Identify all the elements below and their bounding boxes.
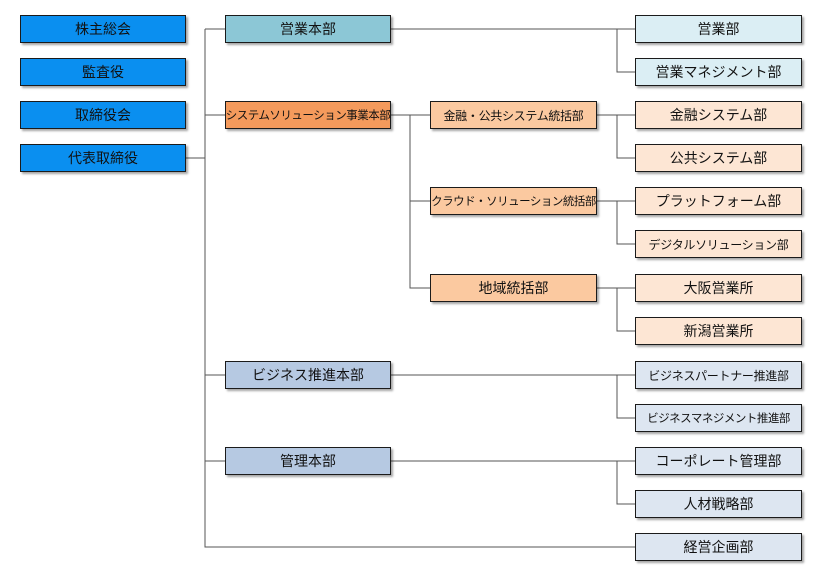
business-partner-dept-box: ビジネスパートナー推進部: [635, 361, 802, 389]
hr-strategy-dept-box: 人材戦略部: [635, 490, 802, 518]
administration-hq-box: 管理本部: [225, 447, 391, 475]
auditor-box: 監査役: [20, 58, 186, 86]
platform-dept-box: プラットフォーム部: [635, 187, 802, 215]
finance-system-dept-box: 金融システム部: [635, 101, 802, 129]
regional-group-box: 地域統括部: [430, 274, 597, 302]
sales-dept-box: 営業部: [635, 15, 802, 43]
board-of-directors-box: 取締役会: [20, 101, 186, 129]
public-system-dept-box: 公共システム部: [635, 144, 802, 172]
finance-public-group-box: 金融・公共システム統括部: [430, 101, 597, 129]
cloud-solution-group-box: クラウド・ソリューション統括部: [430, 187, 597, 215]
business-management-dept-box: ビジネスマネジメント推進部: [635, 404, 802, 432]
osaka-office-box: 大阪営業所: [635, 274, 802, 302]
representative-director-box: 代表取締役: [20, 144, 186, 172]
niigata-office-box: 新潟営業所: [635, 317, 802, 345]
business-promotion-hq-box: ビジネス推進本部: [225, 361, 391, 389]
digital-solution-dept-box: デジタルソリューション部: [635, 230, 802, 258]
sales-hq-box: 営業本部: [225, 15, 391, 43]
sales-management-dept-box: 営業マネジメント部: [635, 58, 802, 86]
corporate-planning-dept-box: 経営企画部: [635, 533, 802, 561]
shareholders-meeting-box: 株主総会: [20, 15, 186, 43]
corporate-admin-dept-box: コーポレート管理部: [635, 447, 802, 475]
system-solution-hq-box: システムソリューション事業本部: [225, 101, 391, 129]
